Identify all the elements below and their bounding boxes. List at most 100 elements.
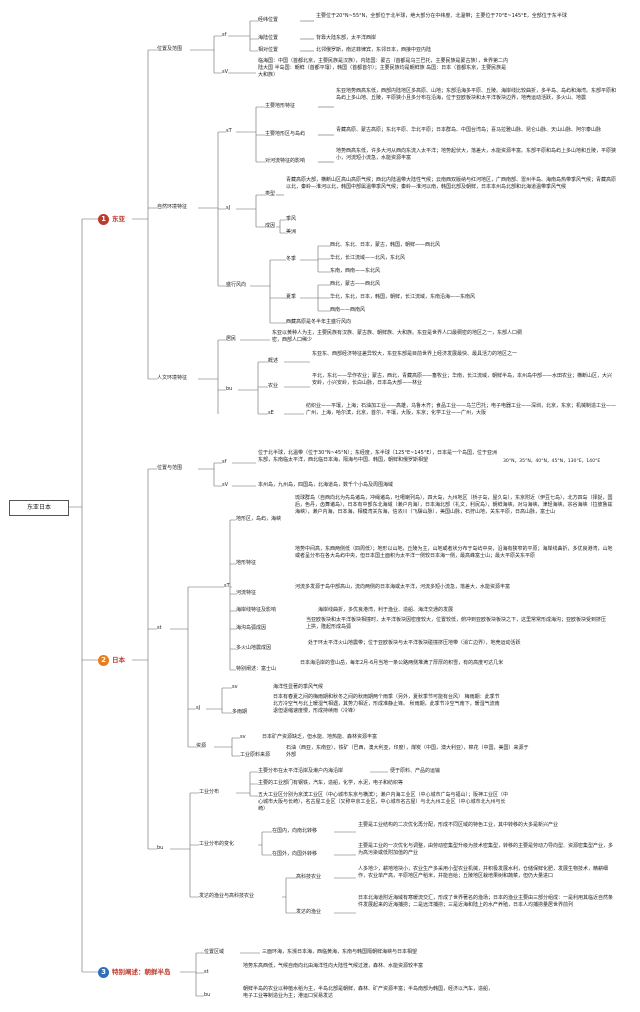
leaf-text: 朝鲜半岛的农业以种植水稻为主，半岛北部是朝鲜，森林、矿产资源丰富；半岛南部为韩国…: [243, 986, 494, 999]
item: 对河流特征的影响: [265, 158, 306, 164]
item: 农业: [268, 383, 279, 389]
leaf-text: 日本有春夏之间的梅雨期和秋冬之间的秋雨期两个雨季（另外，夏秋季节可能有台风） 梅…: [273, 694, 500, 714]
leaf-text: 主要的工业部门有钢铁，汽车，造船，化学，水泥，电子和纺织等: [258, 780, 404, 786]
item: 在国内，向南北转移: [272, 828, 318, 834]
leaf-text: 北邻俄罗斯，南达菲律宾，东邻日本，西接中亚内陆: [316, 47, 432, 53]
leaf-text: 主要是工业结构的二次优化再分配，形成不同区域的特色工业，其中转移的大多是新兴产业: [358, 822, 559, 828]
leaf-text: 人多地少，耕地地块小，农业生产多采用小型农业机械，并积极发展水利，仓储保鲜化肥，…: [358, 866, 609, 879]
item: 海岸线特征及影响: [236, 607, 277, 613]
branch-human[interactable]: bu: [157, 845, 164, 851]
leaf-text: 华北，长江流域——北风，东北风: [330, 255, 406, 261]
leaf-text: 西北、东北、日本，蒙古，韩国，朝鲜——西北风: [330, 242, 441, 248]
root-node[interactable]: 东亚日本: [9, 500, 69, 516]
leaf-text: 琉球群岛（自西向北为先岛诸岛，冲绳诸岛，吐噶喇列岛），四大岛，九州地区（桥子岛，…: [295, 495, 613, 515]
branch-natural[interactable]: 自然环境特征: [157, 204, 188, 210]
branch-location[interactable]: 位置与范围: [157, 465, 183, 471]
leaf-text: 便于原料、产品的运输: [390, 768, 441, 774]
sub-label: sT: [226, 128, 232, 134]
sub-label: 工业分布的变化: [199, 841, 235, 847]
sub-label: 资源: [196, 743, 207, 749]
branch-human[interactable]: bu: [204, 992, 211, 998]
item-sea-land: 海陆位置: [258, 35, 279, 41]
item: 多火山地震成因: [236, 645, 272, 651]
item: 在国外，向国外转移: [272, 851, 318, 857]
item: sE: [268, 410, 274, 416]
sub-label: 发达的渔业与高科技农业: [199, 893, 255, 899]
leaf-text: 西南——西南风: [330, 307, 366, 313]
leaf-text: 东亚东、西部经济特征差异较大，东亚东部是目前世界上经济发展最快、最具活力的地区之…: [312, 351, 518, 357]
leaf-text: 平北，东北——早作农业；蒙古，西北，青藏高原——畜牧业；华南，长江流域，朝鲜半岛…: [312, 373, 613, 386]
leaf-text: 日本北海道附近海域有寒暖流交汇，形成了世界著名的渔场；日本的渔业主要由三部分组成…: [358, 895, 614, 908]
item: 类型: [265, 191, 276, 197]
leaf-text: 主要分布在太平洋沿岸及濑户内海沿岸: [258, 768, 344, 774]
sub-label: sJ: [196, 705, 201, 711]
leaf-text: 地势中间高，东西两侧低（四周低）；地形以山地，丘陵为主，山地或者状分布于岛屿中央…: [295, 546, 613, 559]
leaf-text: 临海国：中国（首都北京，主要民族是汉族），内陆国：蒙古（首都是乌兰巴托，主要民族…: [258, 58, 509, 78]
leaf-text: 地势东高西低，气候自南向北由海洋性向大陆性气候过渡，森林、水能资源较丰富: [243, 963, 424, 969]
leaf-text: 海岸线曲折，多优良港湾，利于渔业、造船、海洋交通的发展: [318, 607, 454, 613]
item: 高科技农业: [296, 874, 322, 880]
sub-label: sJ: [226, 205, 231, 211]
item: 地形特征: [236, 560, 257, 566]
sub-label: sT: [224, 583, 230, 589]
coord-labels: 30°N，35°N，40°N，45°N，130°E，140°E: [503, 459, 601, 464]
item: sv: [232, 684, 238, 690]
item: 海沟岛弧成因: [236, 625, 267, 631]
leaf-text: 五大工业区分别为京滨工业区（中心城市东京与横滨）；濑户内海工业区（中心城市广岛与…: [258, 792, 509, 812]
leaf-text: 日本海沿岸的雪山岳，每年2月-6月当地一条公路两侧堆满了厚厚的积雪，有的高度可达…: [300, 660, 504, 666]
item: 河流特征: [236, 590, 257, 596]
topic-label: 日本: [112, 656, 125, 664]
leaf-text: 当亚欧板块和太平洋板块相撞时，太平洋板块因密度较大，位置较低，俯冲到亚欧板块板块…: [306, 617, 607, 630]
sub-label: sV: [222, 482, 229, 488]
leaf-text: 本州岛，九州岛，四国岛，北海道岛，数千个小岛及周围海域: [258, 482, 394, 488]
sub-label: 盛行风向: [226, 282, 247, 288]
topic-number-3: 3: [98, 966, 109, 978]
leaf-text: 纺织业——平壤，上海；石油加工业——高雄，乌鲁木齐；食品工业——乌兰巴托；电子电…: [306, 403, 617, 416]
sub-label: 居民: [226, 336, 237, 342]
leaf-text: 海洋性显著的季风气候: [273, 684, 324, 690]
branch-location[interactable]: 位置及范围: [157, 46, 183, 52]
sub-label: sV: [222, 69, 229, 75]
leaf-text: 主要位于20°N~55°N，全部位于北半球，绝大部分在中纬度、北温带；主要位于7…: [316, 13, 567, 19]
item: 发达的渔业: [296, 909, 322, 915]
sub-label: 工业分布: [199, 789, 220, 795]
leaf-text: 青藏高原、蒙古高原；东北平原、华北平原；日本群岛、中国台湾岛；喜马拉雅山脉、昆仑…: [336, 127, 602, 133]
leaf-text: 季风: [286, 216, 297, 222]
leaf-text: 西藏高原是冬半年主盛行风向: [286, 319, 352, 325]
leaf-text: 青藏高原大部，横断山区高山高原气候；西北内陆温带大陆性气候；云南西双版纳与红河地…: [286, 177, 617, 190]
leaf-text: 日本矿产资源缺乏，但水能、地热能、森林资源丰富: [262, 734, 378, 740]
item: 地形区，岛屿，海峡: [236, 516, 282, 522]
item: 主要地形特征: [265, 103, 296, 109]
sub-label: sf: [222, 459, 227, 465]
item-relative: 相对位置: [258, 47, 279, 53]
topic-number-2: 2: [98, 654, 109, 666]
branch-natural[interactable]: st: [204, 969, 209, 975]
item-summer: 夏季: [286, 294, 297, 300]
leaf-text: 处于环太平洋火山地震带；位于亚欧板块与太平洋板块碰撞挤压地带（消亡边界），地壳运…: [308, 640, 521, 646]
topic-label: 特别阐述：朝鲜半岛: [112, 968, 171, 976]
item: 概述: [268, 358, 279, 364]
item: 特别阐述：富士山: [236, 666, 277, 672]
leaf-text: 主要是工业的一次优化与调整，由劳动密集型升级为技术密集型，转移的主要是劳动力导向…: [358, 843, 614, 856]
leaf-text: 美洲: [286, 229, 297, 235]
branch-natural[interactable]: st: [157, 625, 162, 631]
leaf-text: 东亚以黄种人为主，主要民族有汉族、蒙古族、朝鲜族、大和族。东亚是世界人口最稠密的…: [272, 330, 523, 343]
topic-label: 东亚: [112, 215, 125, 223]
leaf-text: 西北，蒙古——西北风: [330, 281, 381, 287]
leaf-text: 河流多发源于岛中部高山，流向两侧的日本海或太平洋，河流多短小流急，落差大，水能资…: [295, 584, 511, 590]
leaf-text: 背靠大陆东部，太平洋西岸: [316, 35, 377, 41]
topic-number-1: 1: [98, 213, 109, 225]
leaf-text: 地势西高东低，许多大河从西向东流入太平洋；地势起伏大，落差大，水能资源丰富。东部…: [336, 148, 617, 161]
item: 工业原料来源: [240, 752, 271, 758]
leaf-text: 石油（西亚，东南亚），铁矿（巴西，澳大利亚，印度），煤炭（中国，澳大利亚），棉花…: [286, 745, 529, 758]
branch-human[interactable]: 人文环境特征: [157, 375, 188, 381]
leaf-text: 东南，西南——东北风: [330, 268, 381, 274]
branch-location[interactable]: 位置区域: [204, 949, 225, 955]
sub-label: bu: [226, 386, 233, 392]
item: sv: [240, 734, 246, 740]
item: 主要地形区与岛屿: [265, 131, 306, 137]
